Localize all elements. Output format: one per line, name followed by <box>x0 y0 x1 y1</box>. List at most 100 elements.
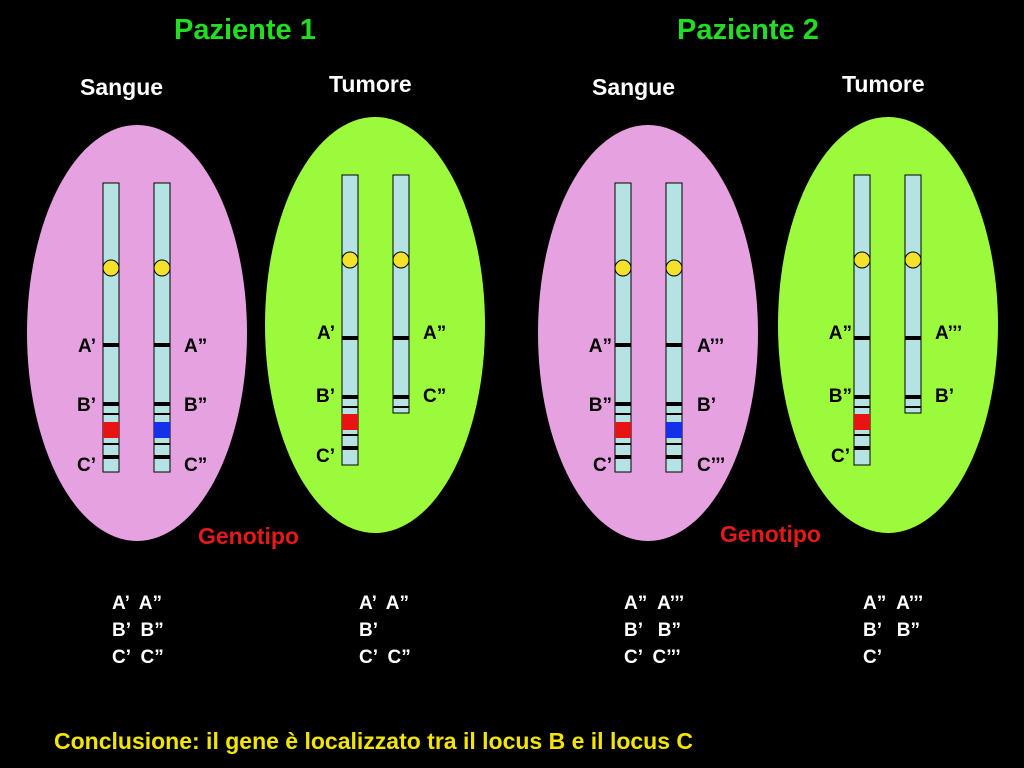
locus-label: B’ <box>316 386 335 407</box>
extra-band-right <box>666 443 682 445</box>
patient-1-tumor-genotype: A’ A” B’ C’ C” <box>359 593 411 668</box>
locus-label: A’’’ <box>697 336 724 357</box>
locus-label: B’ <box>77 395 96 416</box>
locus-label: B” <box>589 395 612 416</box>
cell-ellipse <box>778 117 998 533</box>
locus-label: C’ <box>831 446 850 467</box>
locus-label: A” <box>423 323 446 344</box>
centromere-left <box>341 251 359 269</box>
cell-ellipse <box>538 125 758 541</box>
patient-2-blood-cell: A” B” C’ A’’’ B’ C’’’ <box>538 125 758 541</box>
gene-band-red <box>854 414 870 430</box>
gene-band-red <box>615 422 631 438</box>
locus-a-band-left <box>615 343 631 347</box>
patient-1-tumor-label: Tumore <box>329 71 412 97</box>
locus-label: B’ <box>935 386 954 407</box>
locus-b-band-right <box>905 395 921 399</box>
locus-b-band-left <box>615 402 631 406</box>
locus-b-band-left <box>854 395 870 399</box>
locus-c-band-left <box>615 455 631 459</box>
patient-1-blood-label: Sangue <box>80 74 164 100</box>
centromere-left <box>102 259 120 277</box>
chromosome-right <box>665 182 683 473</box>
locus-label: C’’’ <box>697 455 725 476</box>
centromere-right <box>904 251 922 269</box>
locus-label: C’ <box>593 455 612 476</box>
chromosome-right <box>153 182 171 473</box>
locus-b-band-left <box>103 402 119 406</box>
extra-band-right <box>666 413 682 415</box>
extra-band-left <box>342 434 358 436</box>
patient-2-blood-label: Sangue <box>592 74 676 100</box>
patient-2-title: Paziente 2 <box>677 14 819 46</box>
extra-band-left <box>615 413 631 415</box>
locus-a-band-left <box>854 336 870 340</box>
extra-band-left <box>854 406 870 408</box>
locus-b-band-right <box>666 402 682 406</box>
locus-label: C’ <box>77 455 96 476</box>
extra-band-right <box>154 413 170 415</box>
patient-2-tumor-genotype: A” A’’’ B’ B” C’ <box>863 593 924 668</box>
locus-c-band-right <box>154 455 170 459</box>
chromosome-left <box>341 174 359 466</box>
locus-label: A” <box>589 336 612 357</box>
centromere-right <box>392 251 410 269</box>
extra-band-left <box>103 413 119 415</box>
locus-c-band-left <box>342 446 358 450</box>
gene-band-red <box>342 414 358 430</box>
locus-label: C” <box>184 455 207 476</box>
extra-band-right <box>393 406 409 408</box>
locus-a-band-right <box>666 343 682 347</box>
centromere-right <box>153 259 171 277</box>
extra-band-left <box>615 443 631 445</box>
patient-1-title: Paziente 1 <box>174 14 316 46</box>
patient-2-tumor-label: Tumore <box>842 71 925 97</box>
locus-label: A” <box>829 323 852 344</box>
patient-2-blood-genotype: A” A’’’ B’ B” C’ C’’’ <box>624 593 685 668</box>
locus-label: C’ <box>316 446 335 467</box>
locus-c-band-left <box>854 446 870 450</box>
chromosome-right <box>904 174 922 414</box>
locus-b-band-left <box>342 395 358 399</box>
gene-band-red <box>103 422 119 438</box>
extra-band-left <box>342 406 358 408</box>
patient-2-genotype-label: Genotipo <box>720 521 821 547</box>
centromere-left <box>853 251 871 269</box>
extra-band-right <box>154 443 170 445</box>
locus-c-band-right <box>393 395 409 399</box>
centromere-left <box>614 259 632 277</box>
patient-2-tumor-cell: A” B” C’ A’’’ B’ <box>778 117 998 533</box>
locus-c-band-right <box>666 455 682 459</box>
locus-label: B” <box>184 395 207 416</box>
chromosome-right <box>392 174 410 414</box>
locus-b-band-right <box>154 402 170 406</box>
locus-label: C” <box>423 386 446 407</box>
extra-band-right <box>905 406 921 408</box>
locus-c-band-left <box>103 455 119 459</box>
chromosome-left <box>614 182 632 473</box>
chromosome-left <box>102 182 120 473</box>
patient-1-tumor-cell: A’ B’ C’ A” C” <box>265 117 485 533</box>
extra-band-left <box>854 434 870 436</box>
patient-1-genotype-label: Genotipo <box>198 523 299 549</box>
locus-label: A” <box>184 336 207 357</box>
locus-a-band-right <box>905 336 921 340</box>
locus-label: A’’’ <box>935 323 962 344</box>
cell-ellipse <box>265 117 485 533</box>
patient-1-blood-genotype: A’ A” B’ B” C’ C” <box>112 593 164 668</box>
chromosome-left <box>853 174 871 466</box>
locus-a-band-right <box>154 343 170 347</box>
locus-label: B’ <box>697 395 716 416</box>
locus-a-band-right <box>393 336 409 340</box>
locus-label: B” <box>829 386 852 407</box>
locus-label: A’ <box>317 323 335 344</box>
patient-1-blood-cell: A’ B’ C’ A” B” C” <box>27 125 247 541</box>
gene-band-blue <box>154 422 170 438</box>
locus-a-band-left <box>103 343 119 347</box>
extra-band-left <box>103 443 119 445</box>
cell-ellipse <box>27 125 247 541</box>
conclusion-text: Conclusione: il gene è localizzato tra i… <box>54 728 694 754</box>
locus-a-band-left <box>342 336 358 340</box>
gene-band-blue <box>666 422 682 438</box>
